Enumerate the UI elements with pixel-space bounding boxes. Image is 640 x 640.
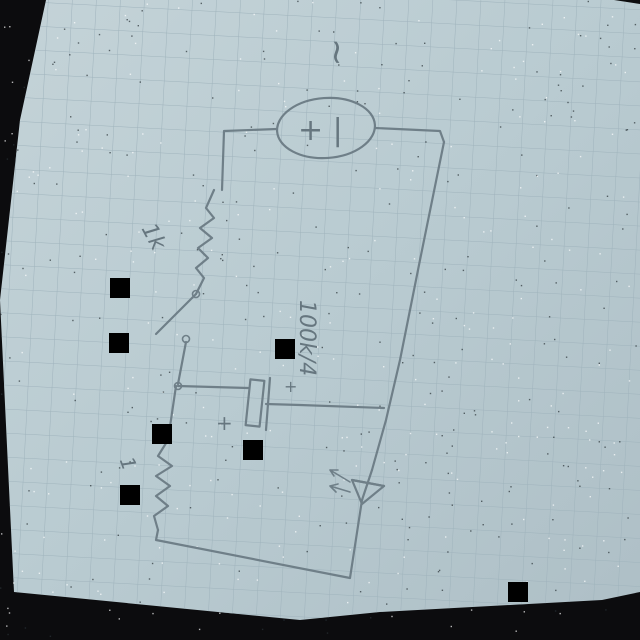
wire-bottom (154, 498, 364, 580)
source-label: + | (298, 113, 343, 148)
resistor-right-label: 100k/4 (294, 300, 319, 376)
capacitor-label: + (216, 411, 233, 435)
capacitor: + + (176, 376, 386, 435)
wire-right (370, 140, 446, 472)
led-diode (329, 468, 386, 506)
top-mark-label: ~ (317, 38, 357, 67)
wire-top-right (373, 126, 446, 144)
wire-top-left (220, 127, 279, 192)
voltage-source: + | (275, 96, 377, 160)
capacitor-right-mark: + (284, 377, 297, 396)
redaction-markers (109, 278, 528, 602)
switch (154, 289, 201, 391)
